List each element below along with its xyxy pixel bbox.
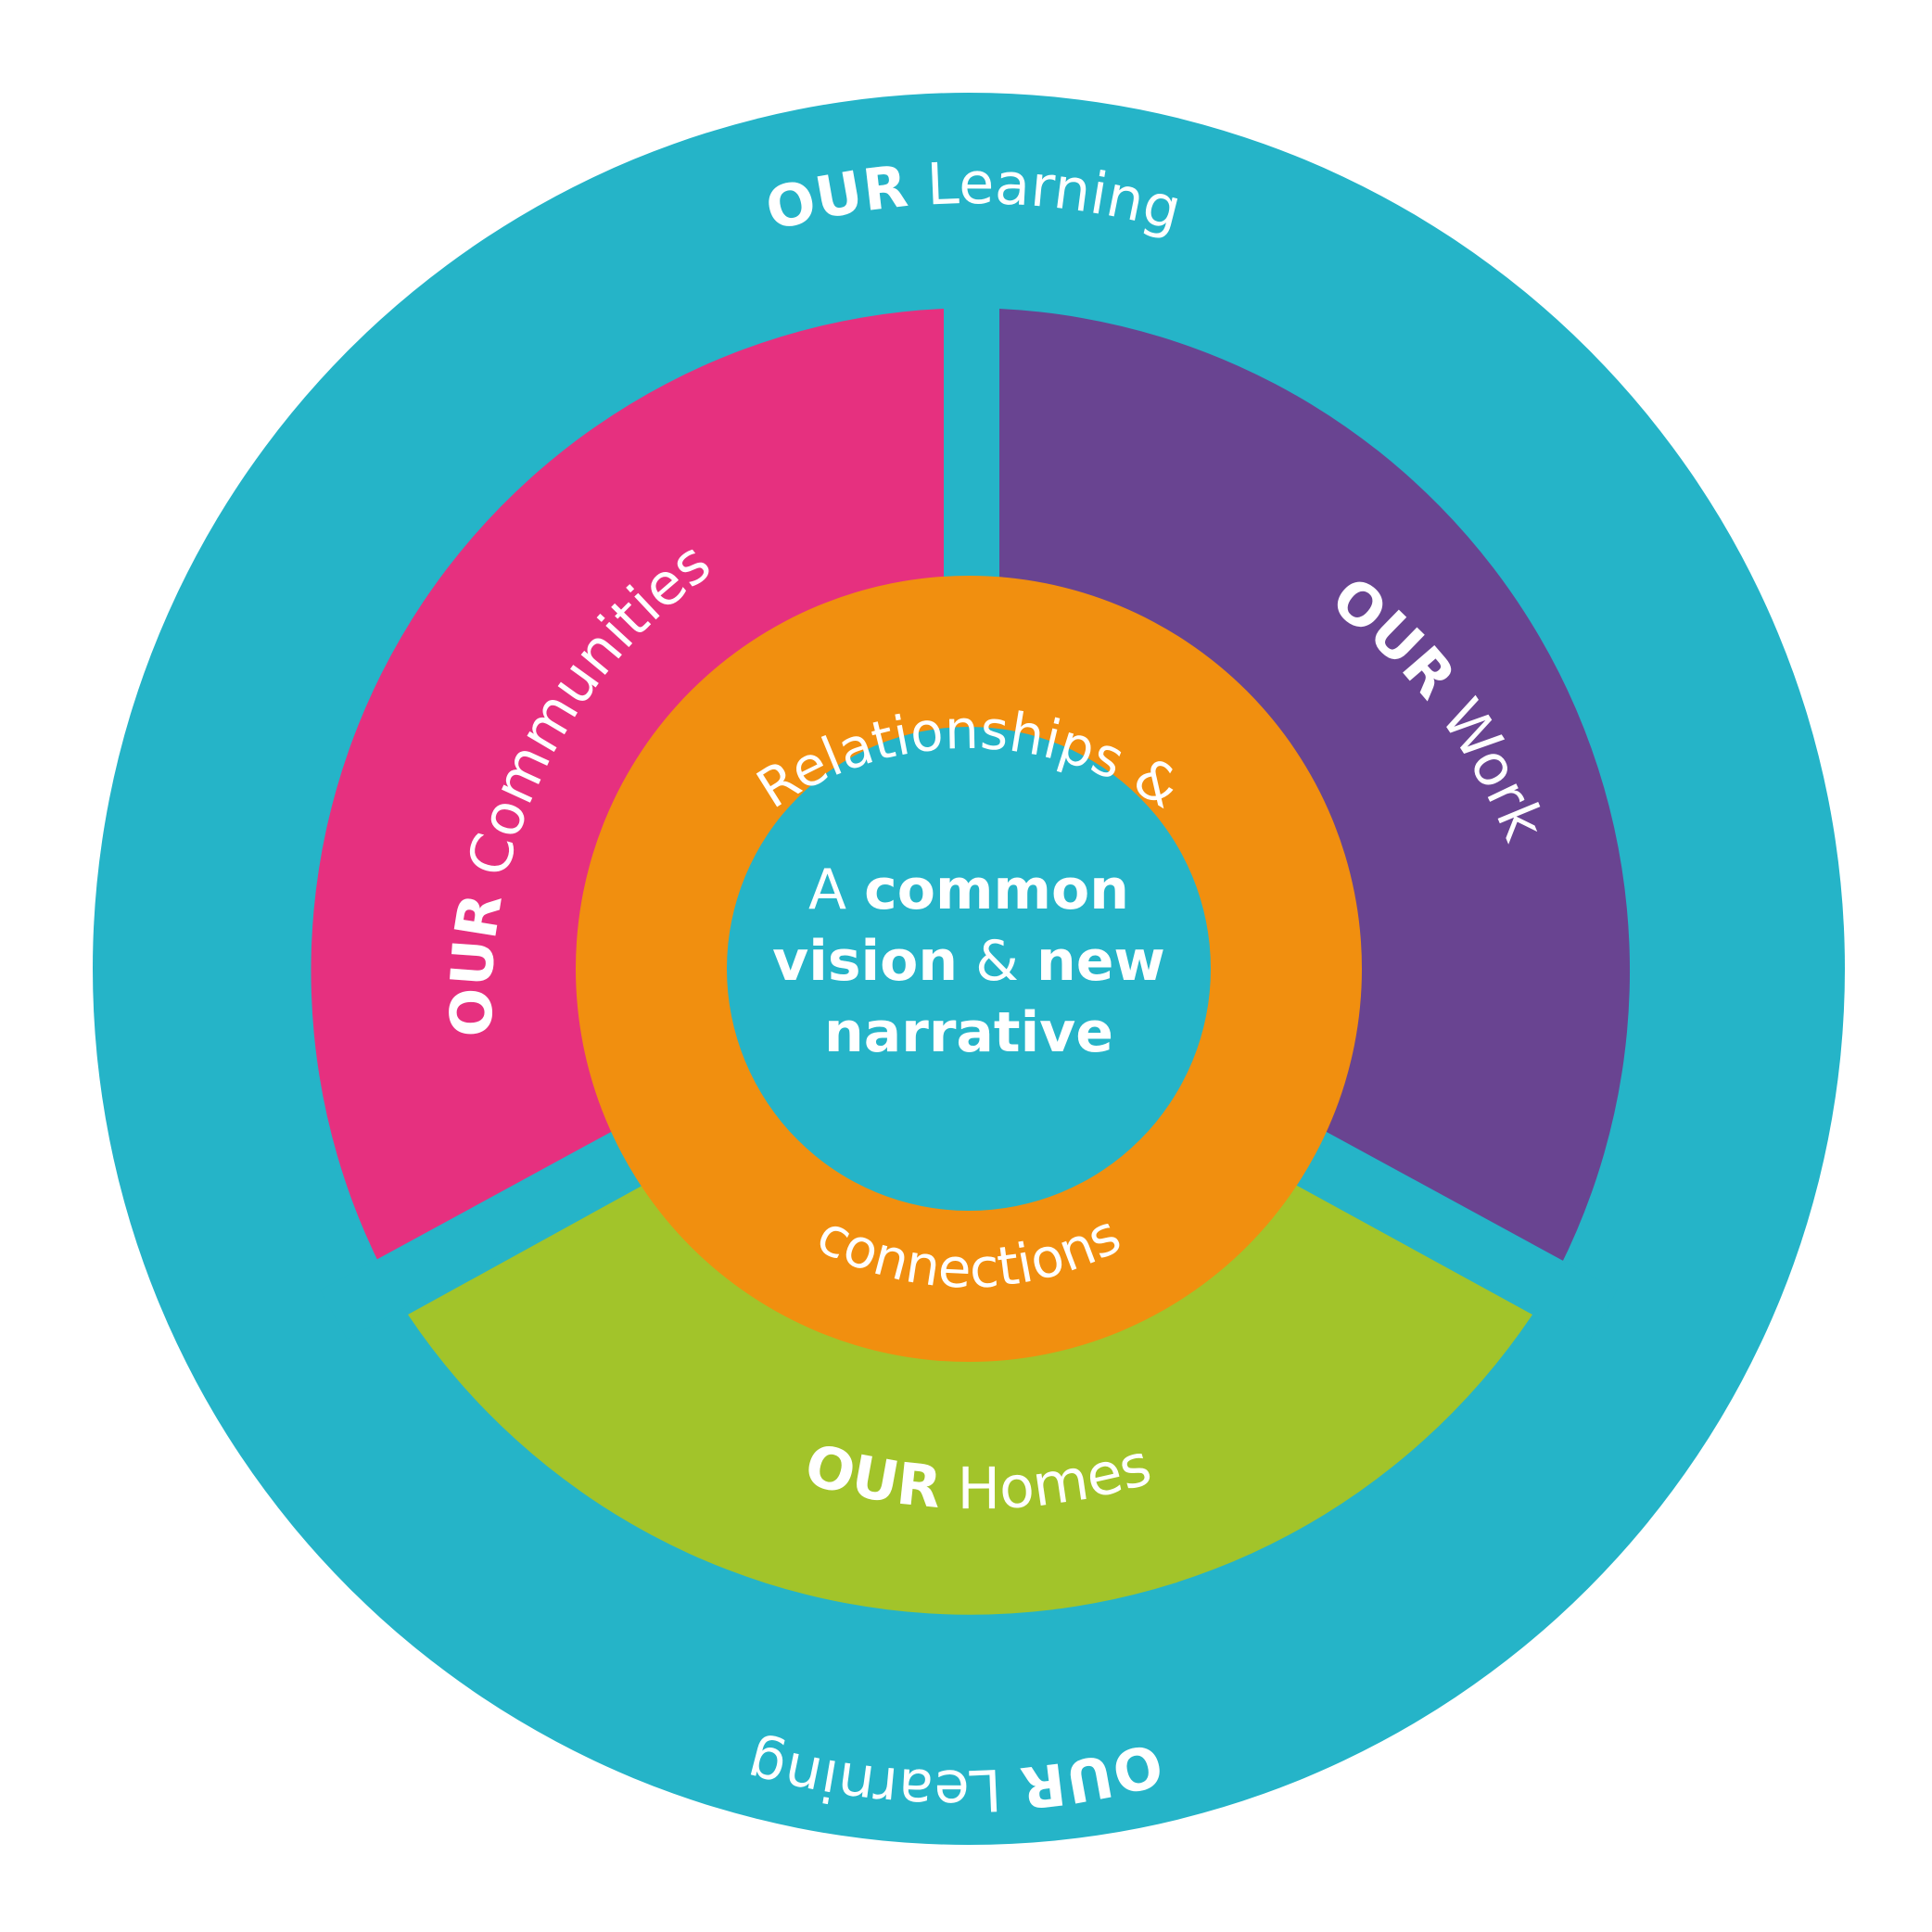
core-line2-b: & [975,929,1019,994]
communities-bold: OUR [438,889,515,1037]
core-line1-b: common [864,858,1129,922]
core-line-1: A common [808,858,1129,922]
core-line1-a: A [808,858,846,922]
core-line-3: narrative [824,1000,1113,1065]
core-circle [727,727,1211,1211]
core-line-2: vision & new [772,929,1165,994]
core-line2-a: vision [772,929,958,994]
core-line2-c: new [1036,929,1165,994]
core-text: A common vision & new narrative [772,858,1165,1065]
